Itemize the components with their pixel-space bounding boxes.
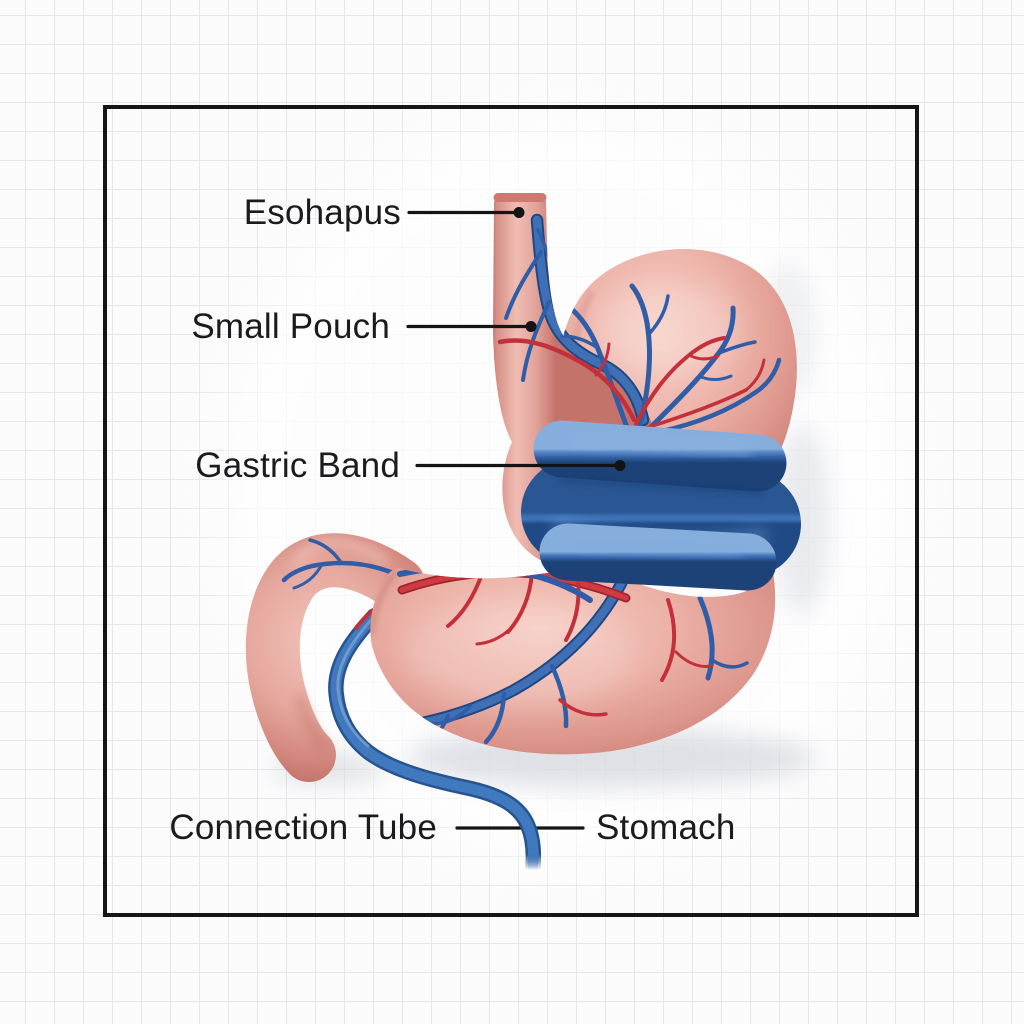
small-pouch-label: Small Pouch <box>191 307 390 346</box>
esophagus-leader-line <box>407 207 525 218</box>
gastric-band-leader-dot <box>614 460 626 471</box>
leader-lines <box>406 207 626 471</box>
esophagus-leader-dot <box>513 207 525 218</box>
gastric-band-illustration <box>521 420 801 591</box>
esophagus-top-rim <box>493 193 547 202</box>
small-pouch-leader-dot <box>525 321 537 332</box>
stomach-label: Stomach <box>596 808 736 847</box>
gastric-band-leader-line <box>415 460 626 471</box>
small-pouch-leader-line <box>406 321 537 332</box>
gastric-band-label: Gastric Band <box>195 446 400 485</box>
connection-tube-label: Connection Tube <box>169 808 437 847</box>
diagram-frame <box>103 105 919 917</box>
stomach-body-illustration <box>369 563 776 755</box>
upper-vessels <box>497 213 782 435</box>
connection-tube-illustration <box>328 608 542 874</box>
esophagus-label: Esohapus <box>243 193 401 232</box>
